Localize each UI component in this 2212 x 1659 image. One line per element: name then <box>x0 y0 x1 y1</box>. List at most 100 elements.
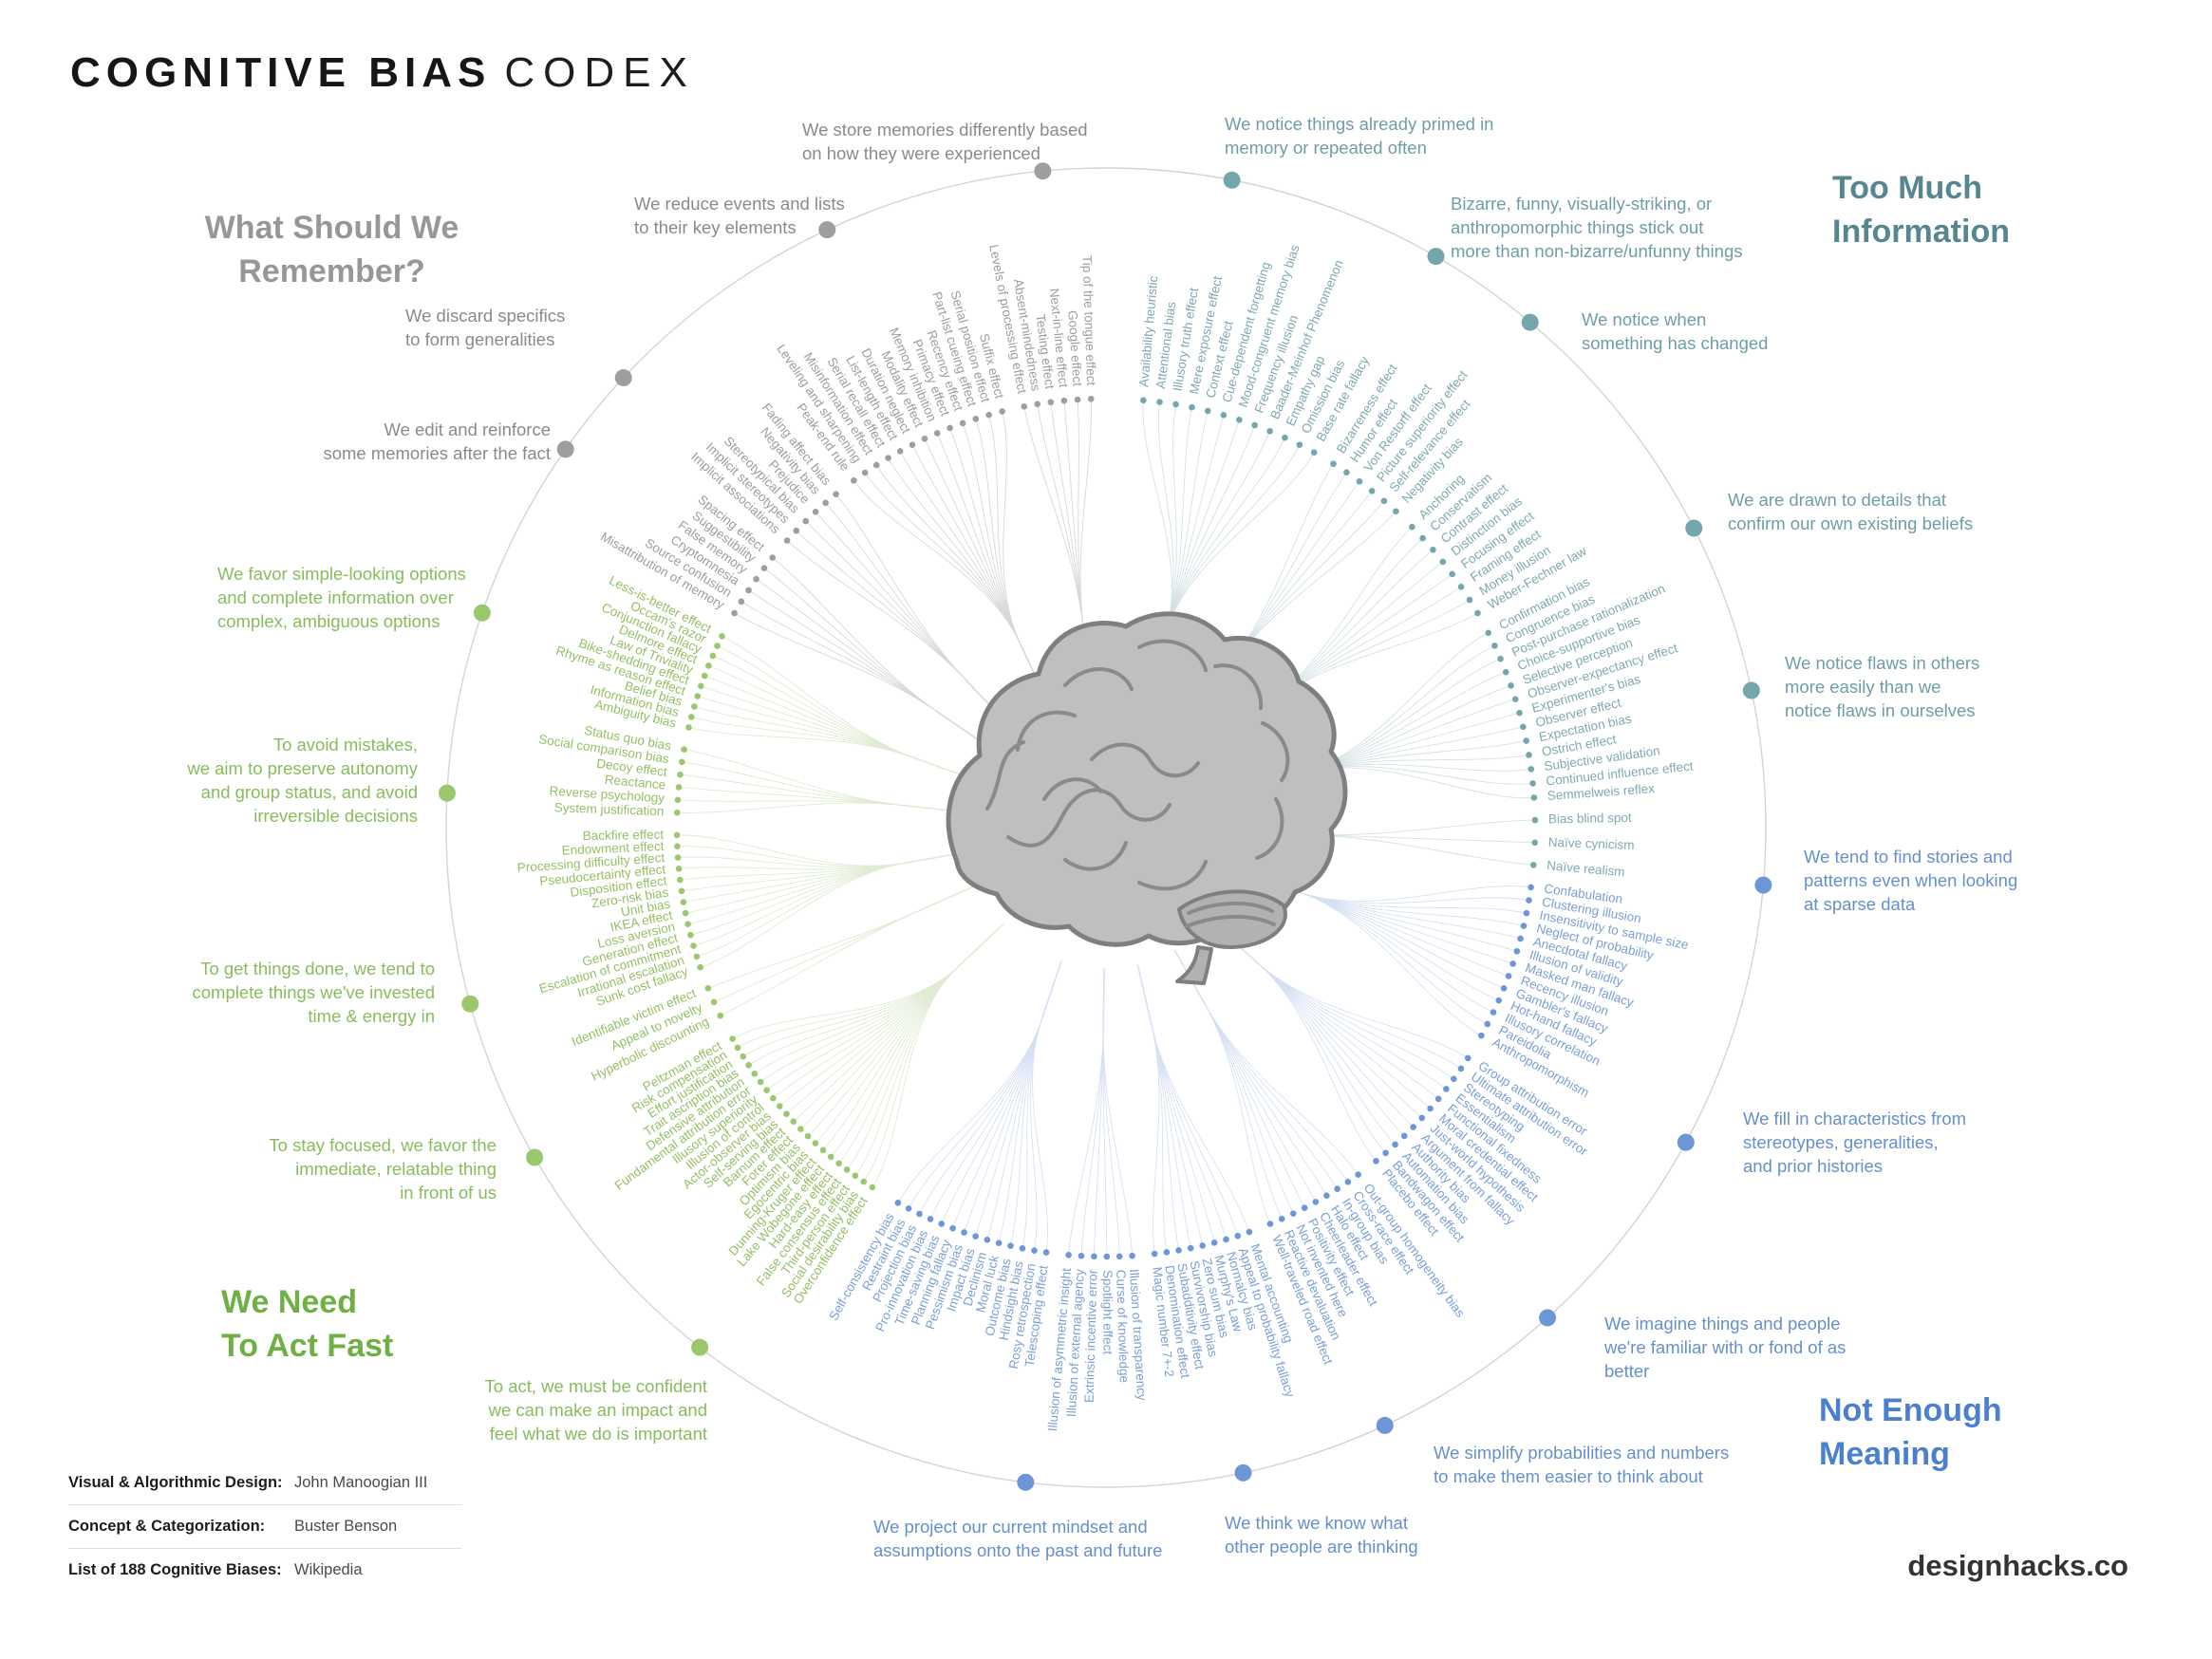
bias-dot <box>1355 1171 1361 1178</box>
bias-dot <box>1392 1141 1398 1148</box>
credits-table: Visual & Algorithmic Design: John Manoog… <box>68 1462 461 1592</box>
bias-label[interactable]: System justification <box>554 800 665 818</box>
credit-label: Concept & Categorization: <box>68 1518 266 1535</box>
bias-dot <box>674 854 682 861</box>
bias-dot <box>677 876 684 884</box>
bias-label[interactable]: Google effect <box>1065 310 1084 387</box>
bias-dot <box>1509 960 1516 967</box>
bias-label[interactable]: Curse of knowledge <box>1114 1270 1132 1384</box>
bias-branch-line <box>677 846 906 867</box>
bias-branch-line <box>683 862 906 903</box>
bias-label[interactable]: Extrinsic incentive error <box>1082 1269 1100 1403</box>
bias-label[interactable]: Naïve realism <box>1547 858 1626 879</box>
bias-branch-line <box>1165 431 1271 633</box>
bias-label[interactable]: Bias blind spot <box>1548 811 1632 827</box>
cluster-node <box>1223 171 1241 189</box>
bias-dot <box>1065 1251 1072 1258</box>
bias-label[interactable]: Naïve cynicism <box>1547 835 1634 852</box>
cluster-description-reduce: We reduce events and lists to their key e… <box>634 192 845 239</box>
bias-dot <box>717 1012 724 1019</box>
bias-branch-line <box>1205 1005 1327 1196</box>
bias-dot <box>681 746 687 753</box>
bias-branch-line <box>1309 819 1535 836</box>
cluster-description-line: To get things done, we tend to <box>200 959 435 979</box>
bias-branch-line <box>732 966 958 1039</box>
bias-branch-line <box>1102 1031 1120 1257</box>
cluster-node <box>1034 162 1052 180</box>
bias-branch-line <box>1165 452 1315 633</box>
bias-branch-line <box>678 856 906 868</box>
bias-branch-line <box>772 557 939 713</box>
brain-fold <box>985 740 1025 811</box>
bias-branch-line <box>1102 1031 1134 1257</box>
bias-label[interactable]: Reactance <box>604 773 666 792</box>
bias-branch-line <box>1165 403 1177 633</box>
credit-row: Visual & Algorithmic Design: John Manoog… <box>68 1462 461 1505</box>
bias-branch-line <box>1299 891 1489 1025</box>
bias-dot <box>740 1053 747 1060</box>
cluster-node <box>691 1338 709 1356</box>
bias-branch-line <box>1151 1026 1191 1249</box>
bias-branch-line <box>1151 1026 1160 1255</box>
cluster-node <box>1376 1416 1394 1434</box>
bias-dot <box>812 1140 819 1146</box>
cluster-node <box>556 440 574 458</box>
bias-branch-line <box>677 802 904 813</box>
bias-branch-line <box>690 862 906 936</box>
cluster-description-line: to their key elements <box>634 217 797 237</box>
bias-dot <box>1439 558 1447 566</box>
bias-dot <box>731 609 738 617</box>
bias-label[interactable]: Endowment effect <box>561 839 665 858</box>
cluster-description-line: To act, we must be confident <box>484 1376 707 1396</box>
watermark-link[interactable]: designhacks.co <box>1907 1549 2128 1582</box>
credit-row: Concept & Categorization: Buster Benson <box>68 1505 461 1549</box>
cluster-node <box>473 604 491 622</box>
credit-row: List of 188 Cognitive Biases: Wikipedia <box>68 1549 461 1592</box>
bias-label[interactable]: Tip of the tongue effect <box>1079 255 1098 386</box>
bias-branch-line <box>1309 834 1534 866</box>
bias-label[interactable]: Spotlight effect <box>1100 1270 1115 1354</box>
bias-label[interactable]: Backfire effect <box>583 828 665 843</box>
brain-fold <box>1006 788 1172 848</box>
bias-dot <box>1451 1075 1457 1083</box>
bias-dot <box>1474 609 1481 617</box>
bias-branch-line <box>835 494 966 680</box>
cluster-nodes <box>438 162 1772 1491</box>
cluster-description-line: We discard specifics <box>405 306 566 326</box>
bias-branch-line <box>924 438 1021 643</box>
bias-branch-line <box>1299 891 1529 904</box>
quadrant-header-line: Information <box>1832 213 2010 250</box>
bias-dot <box>1528 766 1535 773</box>
bias-branch-line <box>680 774 904 807</box>
credit-label: List of 188 Cognitive Biases: <box>68 1561 282 1578</box>
cluster-description-line: immediate, relatable thing <box>295 1159 497 1179</box>
bias-dot <box>1323 1192 1330 1199</box>
cluster-description-line: We notice when <box>1582 309 1707 329</box>
bias-branch-line <box>1068 1031 1104 1256</box>
cluster-node <box>526 1148 544 1166</box>
bias-dot <box>1312 1199 1320 1205</box>
bias-branch-line <box>701 685 915 758</box>
brain-icon <box>946 611 1348 985</box>
bias-dot <box>714 643 721 649</box>
bias-branch-line <box>1151 1026 1179 1251</box>
bias-dot <box>1508 682 1514 689</box>
brain-fold <box>1063 841 1128 871</box>
cluster-description-line: stereotypes, generalities, <box>1743 1132 1939 1152</box>
bias-dot <box>1400 1132 1408 1140</box>
bias-branch-line <box>748 589 939 713</box>
bias-dot <box>1282 434 1288 441</box>
bias-dot <box>760 565 768 572</box>
cluster-description-line: patterns even when looking <box>1804 870 2018 890</box>
cluster-description-line: We reduce events and lists <box>634 194 845 214</box>
bias-dot <box>1517 935 1524 942</box>
cluster-description-avoid: To avoid mistakes,we aim to preserve aut… <box>187 733 418 828</box>
